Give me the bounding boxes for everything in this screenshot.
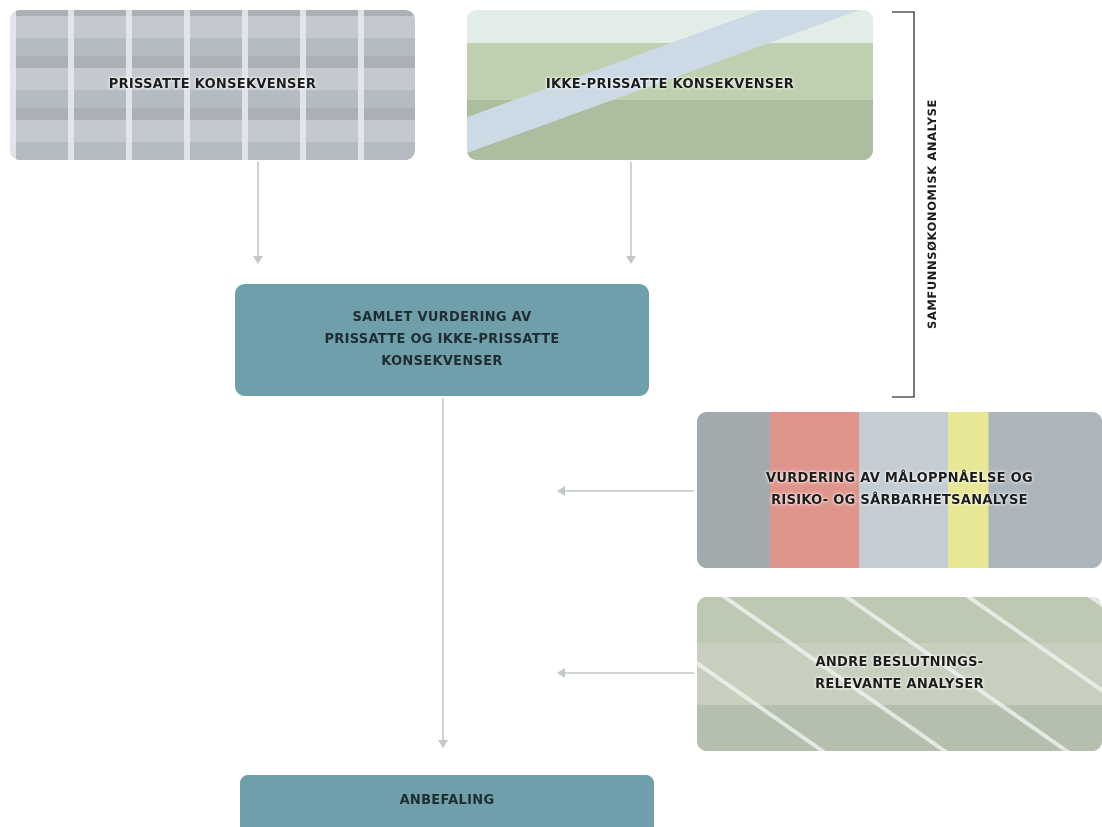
combined-assessment-box: SAMLET VURDERING AV PRISSATTE OG IKKE-PR… [235,284,649,396]
arrowhead-recommendation [438,740,448,748]
arrowhead-nonpriced [626,256,636,264]
other-analyses-label: ANDRE BESLUTNINGS- RELEVANTE ANALYSER [815,652,984,696]
priced-consequences-box: PRISSATTE KONSEKVENSER [10,10,415,160]
recommendation-box: ANBEFALING [240,775,654,827]
combined-line-3: KONSEKVENSER [381,354,503,369]
combined-line-1: SAMLET VURDERING AV [352,310,532,325]
goal-risk-assessment-label: VURDERING AV MÅLOPPNÅELSE OG RISIKO- OG … [766,468,1033,512]
goal-line-1: VURDERING AV MÅLOPPNÅELSE OG [766,471,1033,486]
bracket [892,11,915,398]
bracket-label: SAMFUNNSØKONOMISK ANALYSE [925,98,939,330]
other-line-1: ANDRE BESLUTNINGS- [815,655,984,670]
combined-assessment-label: SAMLET VURDERING AV PRISSATTE OG IKKE-PR… [324,307,559,373]
other-analyses-box: ANDRE BESLUTNINGS- RELEVANTE ANALYSER [697,597,1102,751]
non-priced-consequences-label: IKKE-PRISSATTE KONSEKVENSER [545,77,795,92]
arrowhead-other [557,668,565,678]
combined-line-2: PRISSATTE OG IKKE-PRISSATTE [324,332,560,347]
non-priced-consequences-box: IKKE-PRISSATTE KONSEKVENSER [467,10,873,160]
goal-line-2: RISIKO- OG SÅRBARHETSANALYSE [771,493,1028,508]
priced-consequences-label: PRISSATTE KONSEKVENSER [108,77,317,92]
goal-risk-assessment-box: VURDERING AV MÅLOPPNÅELSE OG RISIKO- OG … [697,412,1102,568]
arrowhead-goal [557,486,565,496]
other-line-2: RELEVANTE ANALYSER [815,677,984,692]
arrowhead-priced [253,256,263,264]
recommendation-label: ANBEFALING [399,793,495,808]
